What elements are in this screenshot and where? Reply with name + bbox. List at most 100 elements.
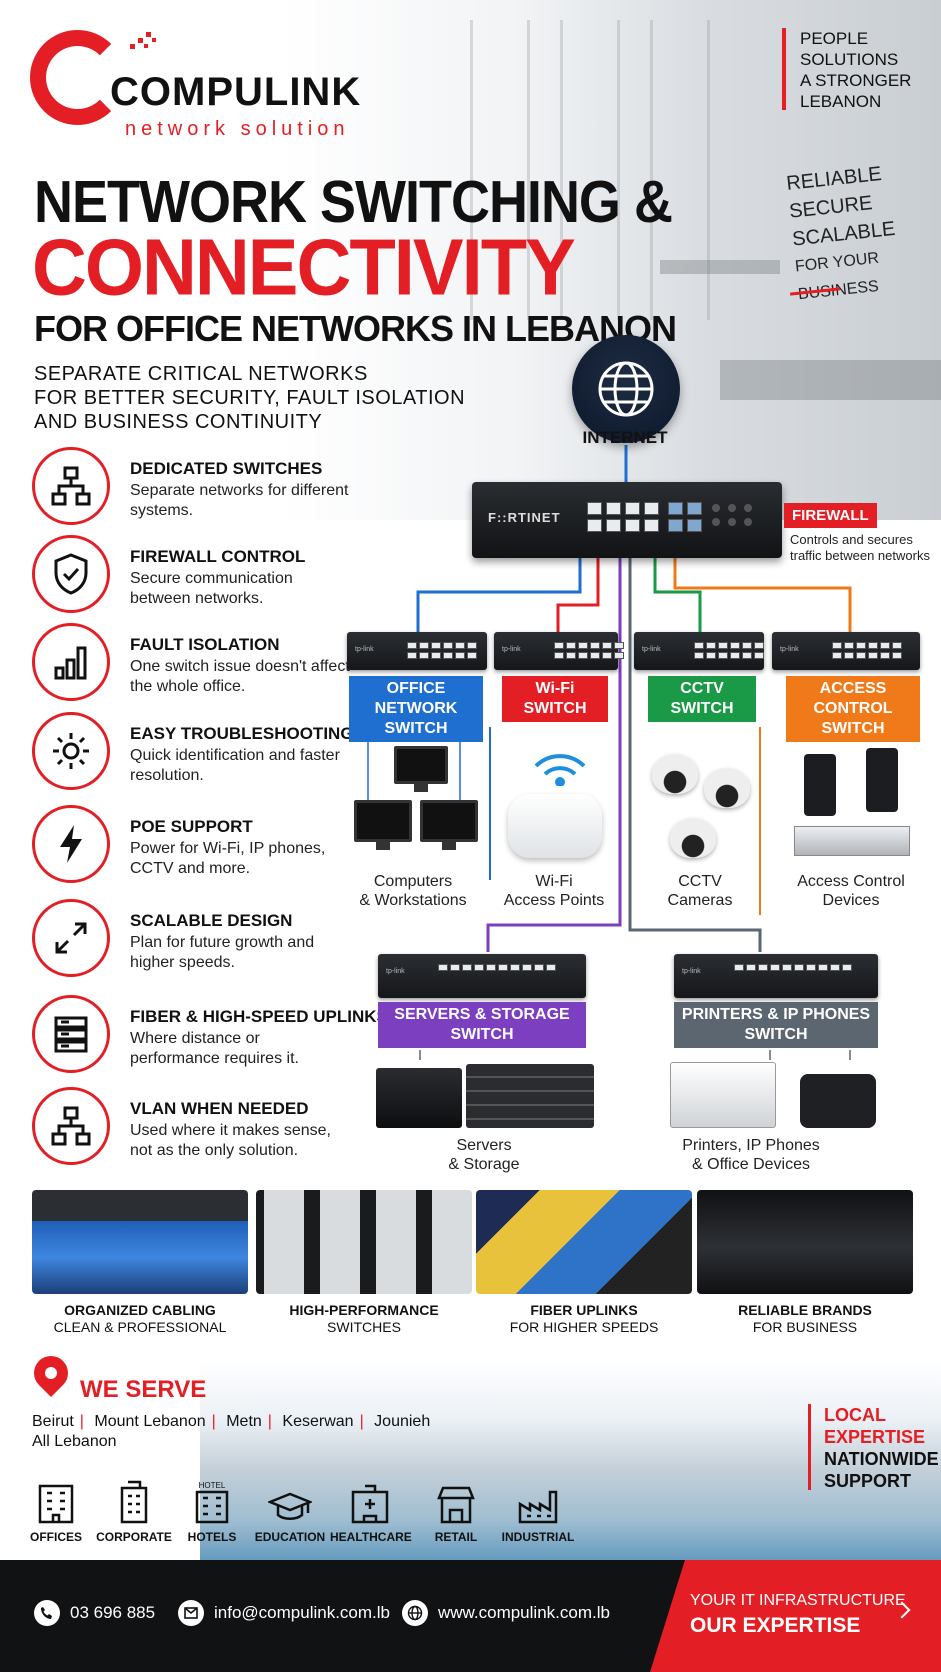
- office-desk: [660, 260, 780, 274]
- printers-switch-device: tp-link: [674, 954, 878, 998]
- brand-subtitle: network solution: [125, 118, 350, 140]
- connection-lines: [367, 445, 852, 1060]
- phone-contact[interactable]: 03 696 885: [34, 1600, 155, 1626]
- servers-switch-device: tp-link: [378, 954, 586, 998]
- industry-offices: OFFICES: [16, 1480, 96, 1544]
- window-frame: [470, 20, 530, 320]
- feature-vlan: VLAN WHEN NEEDED Used where it makes sen…: [32, 1087, 332, 1167]
- feature-easy-troubleshooting: EASY TROUBLESHOOTING Quick identificatio…: [32, 712, 354, 792]
- access-control-switch-device: tp-link: [772, 632, 920, 670]
- location-pin-hole: [45, 1367, 57, 1379]
- servers-storage-label: Servers& Storage: [448, 1137, 520, 1173]
- monitor-icon: [354, 800, 412, 850]
- nas-storage-icon: [376, 1068, 462, 1128]
- firewall-tag: FIREWALL: [784, 503, 877, 528]
- cctv-camera-icon: [670, 818, 716, 858]
- storefront-icon: [416, 1480, 496, 1524]
- hotel-icon: HOTEL: [172, 1480, 252, 1524]
- local-expertise-bar: [808, 1404, 811, 1490]
- keypad-reader-icon: [804, 754, 836, 816]
- network-tree-icon: [32, 447, 110, 525]
- footer-cta-line2: OUR EXPERTISE: [690, 1614, 861, 1637]
- wifi-switch-device: tp-link: [494, 632, 624, 670]
- headline-line3: FOR OFFICE NETWORKS IN LEBANON: [34, 308, 677, 349]
- email-icon: [178, 1600, 204, 1626]
- photo-organized-cabling: [32, 1190, 248, 1294]
- monitor-icon: [420, 800, 478, 850]
- printers-phones-label: Printers, IP Phones& Office Devices: [682, 1137, 820, 1173]
- feature-fiber-uplinks: FIBER & HIGH-SPEED UPLINKS Where distanc…: [32, 995, 388, 1075]
- graduation-cap-icon: [250, 1480, 330, 1524]
- feature-firewall-control: FIREWALL CONTROL Secure communication be…: [32, 535, 332, 615]
- cctv-camera-icon: [704, 768, 750, 808]
- firewall-device: F::RTINET: [472, 482, 782, 558]
- window-frame: [560, 20, 620, 320]
- hospital-icon: [330, 1480, 410, 1524]
- brand-name: COMPULINK: [110, 70, 362, 114]
- computers-label: Computers& Workstations: [359, 873, 467, 909]
- cctv-camera-icon: [652, 754, 698, 794]
- gear-icon: [32, 712, 110, 790]
- industry-corporate: CORPORATE: [94, 1480, 174, 1544]
- ip-phone-icon: [800, 1074, 876, 1128]
- photo-reliable-brands: [697, 1190, 913, 1294]
- monitor-icon: [394, 746, 448, 792]
- corporate-building-icon: [94, 1480, 174, 1524]
- website-contact[interactable]: www.compulink.com.lb: [402, 1600, 610, 1626]
- photo-fiber-uplinks: [476, 1190, 692, 1294]
- headline-line1: NETWORK SWITCHING &: [34, 169, 673, 236]
- server-rack-icon: [32, 995, 110, 1073]
- industry-hotels: HOTEL HOTELS: [172, 1480, 252, 1544]
- feature-fault-isolation: FAULT ISOLATION One switch issue doesn't…: [32, 623, 350, 703]
- cctv-switch-device: tp-link: [634, 632, 764, 670]
- industry-healthcare: HEALTHCARE: [330, 1480, 412, 1544]
- logo-pixel-dots: [130, 32, 156, 49]
- office-desk: [720, 360, 941, 400]
- window-frame: [650, 20, 710, 320]
- wifi-icon: [534, 754, 586, 786]
- network-tree-icon: [32, 1087, 110, 1165]
- wifi-access-point: [508, 794, 602, 858]
- we-serve-title: WE SERVE: [80, 1376, 207, 1403]
- served-regions: Beirut| Mount Lebanon| Metn| Keserwan| J…: [32, 1413, 431, 1450]
- shield-check-icon: [32, 535, 110, 613]
- headline-line2: CONNECTIVITY: [32, 223, 576, 313]
- feature-scalable-design: SCALABLE DESIGN Plan for future growth a…: [32, 899, 332, 979]
- firewall-description: Controls and secures traffic between net…: [790, 532, 930, 563]
- email-contact[interactable]: info@compulink.com.lb: [178, 1600, 390, 1626]
- phone-icon: [34, 1600, 60, 1626]
- factory-icon: [498, 1480, 578, 1524]
- internet-label: INTERNET: [582, 428, 668, 447]
- printer-icon: [670, 1062, 776, 1128]
- headline-subtitle: SEPARATE CRITICAL NETWORKS FOR BETTER SE…: [34, 363, 466, 433]
- local-expertise: LOCAL EXPERTISE NATIONWIDE SUPPORT: [824, 1405, 939, 1491]
- bar-chart-icon: [32, 623, 110, 701]
- server-icon: [466, 1064, 594, 1128]
- industry-industrial: INDUSTRIAL: [498, 1480, 578, 1544]
- footer-cta-line1: YOUR IT INFRASTRUCTURE: [690, 1592, 906, 1609]
- fingerprint-reader-icon: [866, 748, 898, 812]
- svg-text:HOTEL: HOTEL: [199, 1481, 226, 1490]
- expand-arrows-icon: [32, 899, 110, 977]
- footer-cta-panel: [650, 1560, 941, 1672]
- lightning-icon: [32, 805, 110, 883]
- industry-education: EDUCATION: [250, 1480, 330, 1544]
- photo-high-performance-switches: [256, 1190, 472, 1294]
- office-switch-device: tp-link: [347, 632, 487, 670]
- building-icon: [16, 1480, 96, 1524]
- feature-poe-support: POE SUPPORT Power for Wi-Fi, IP phones, …: [32, 805, 332, 885]
- city-skyline-background: [200, 1360, 941, 1560]
